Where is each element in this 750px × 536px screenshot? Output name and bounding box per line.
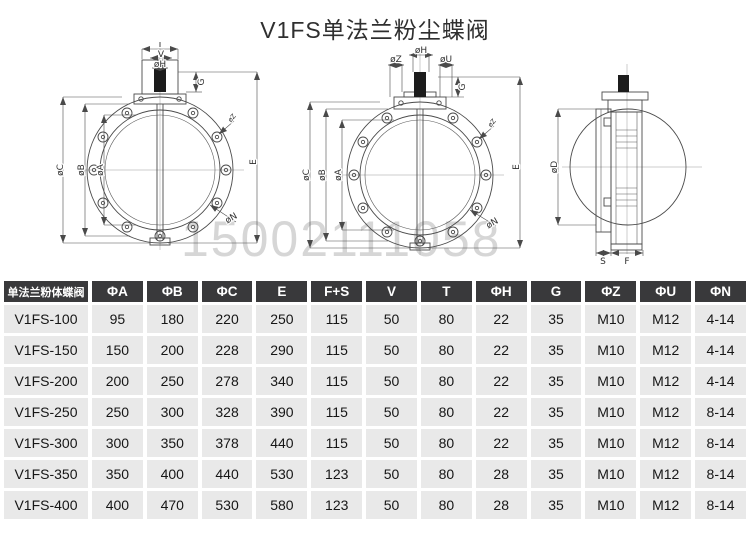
model-cell: V1FS-250 xyxy=(4,398,88,426)
technical-drawing-area: 15002111058 xyxy=(0,42,750,278)
table-row: V1FS-350 350 400 440 530 123 50 80 28 35… xyxy=(4,460,746,488)
dim-label-oA: øA xyxy=(96,163,106,176)
dim-label-oZ: øZ xyxy=(390,55,402,65)
model-cell: V1FS-200 xyxy=(4,367,88,395)
page-title: V1FS单法兰粉尘蝶阀 xyxy=(260,17,490,43)
front-view-1: T V øH G øC øB øA E øN øZ xyxy=(55,42,260,250)
model-cell: V1FS-300 xyxy=(4,429,88,457)
column-header-phiA: ΦA xyxy=(92,281,143,302)
table-row: V1FS-300 300 350 378 440 115 50 80 22 35… xyxy=(4,429,746,457)
bolt-holes-view1 xyxy=(88,107,232,242)
valve-body-side xyxy=(595,75,649,251)
disc-circle xyxy=(569,108,687,226)
dim-label-oZ: øZ xyxy=(226,112,238,124)
column-header-FS: F+S xyxy=(311,281,363,302)
dim-label-oB: øB xyxy=(318,169,328,181)
stem-neck-view2 xyxy=(393,72,447,251)
valve-drawings: T V øH G øC øB øA E øN øZ xyxy=(55,42,702,268)
column-header-phiZ: ΦZ xyxy=(585,281,637,302)
table-row: V1FS-200 200 250 278 340 115 50 80 22 35… xyxy=(4,367,746,395)
column-header-phiU: ΦU xyxy=(640,281,692,302)
table-header-row: 单法兰粉体蝶阀 ΦA ΦB ΦC E F+S V T ΦH G ΦZ ΦU ΦN xyxy=(4,281,746,302)
dim-label-oZ-leader: øZ xyxy=(486,117,498,129)
dim-label-oA: øA xyxy=(334,168,344,181)
dim-label-oH: øH xyxy=(415,46,427,56)
column-header-V: V xyxy=(366,281,417,302)
front-view-2: øH øZ øU G øC øB øA E øN øZ xyxy=(301,45,523,255)
model-cell: V1FS-350 xyxy=(4,460,88,488)
column-header-phiH: ΦH xyxy=(475,281,527,302)
dim-label-E: E xyxy=(249,159,259,165)
dim-label-oD: øD xyxy=(550,161,560,174)
dim-label-E: E xyxy=(512,164,522,170)
dim-label-S: S xyxy=(600,257,606,267)
table-row: V1FS-400 400 470 530 580 123 50 80 28 35… xyxy=(4,491,746,519)
dim-label-F: F xyxy=(624,257,629,267)
dim-label-oH: øH xyxy=(154,60,166,70)
dim-label-oN: øN xyxy=(224,211,240,226)
dim-label-oC: øC xyxy=(56,164,66,176)
column-header-phiN: ΦN xyxy=(695,281,746,302)
table-row: V1FS-100 95 180 220 250 115 50 80 22 35 … xyxy=(4,305,746,333)
side-view: øD S F xyxy=(549,64,702,268)
dim-label-G: G xyxy=(197,78,207,85)
column-header-E: E xyxy=(256,281,308,302)
column-header-phiB: ΦB xyxy=(146,281,198,302)
table-row: V1FS-250 250 300 328 390 115 50 80 22 35… xyxy=(4,398,746,426)
dimensions-view2: øH øZ øU G øC øB øA E øN øZ xyxy=(301,45,523,249)
model-cell: V1FS-150 xyxy=(4,336,88,364)
column-header-T: T xyxy=(420,281,472,302)
column-header-G: G xyxy=(530,281,582,302)
dimensions-side: øD S F xyxy=(549,108,644,268)
dim-label-oC: øC xyxy=(302,169,312,181)
dimension-spec-table: 单法兰粉体蝶阀 ΦA ΦB ΦC E F+S V T ΦH G ΦZ ΦU ΦN… xyxy=(0,278,750,522)
dim-label-oN: øN xyxy=(485,216,501,231)
dim-label-T: T xyxy=(156,42,163,50)
model-cell: V1FS-100 xyxy=(4,305,88,333)
table-corner-header: 单法兰粉体蝶阀 xyxy=(4,281,88,302)
dim-label-oU: øU xyxy=(440,55,452,65)
dim-label-oB: øB xyxy=(77,164,87,176)
model-cell: V1FS-400 xyxy=(4,491,88,519)
dim-label-G: G xyxy=(458,83,468,90)
column-header-phiC: ΦC xyxy=(201,281,253,302)
dim-label-V: V xyxy=(158,50,165,60)
table-row: V1FS-150 150 200 228 290 115 50 80 22 35… xyxy=(4,336,746,364)
